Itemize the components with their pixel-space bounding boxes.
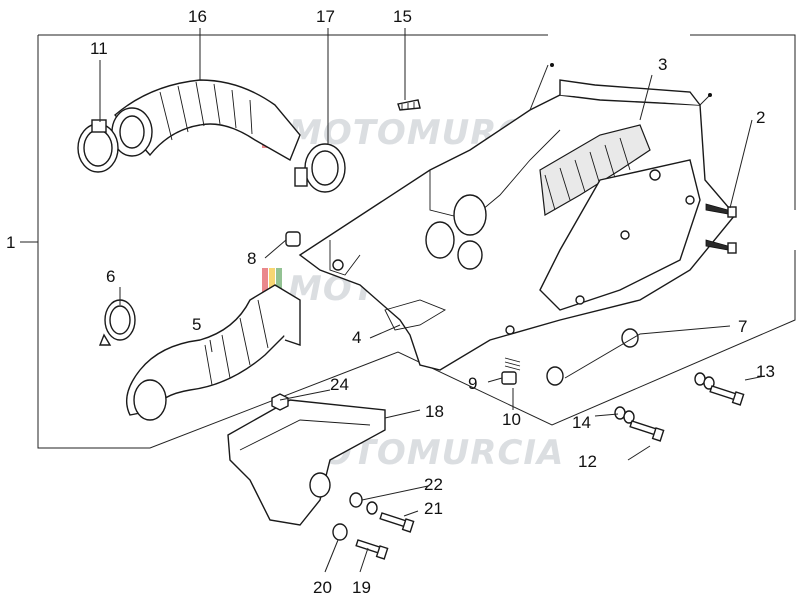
grommet-8 xyxy=(285,231,301,247)
callout-10: 10 xyxy=(502,410,521,429)
screw-15 xyxy=(397,99,421,111)
washer-20 xyxy=(332,523,348,541)
reference-dot xyxy=(550,63,554,67)
callout-11: 11 xyxy=(90,39,108,58)
intake-hose xyxy=(111,79,301,162)
callout-22: 22 xyxy=(424,475,443,494)
leader-lines xyxy=(99,28,766,573)
callout-9: 9 xyxy=(468,374,477,393)
washers-14 xyxy=(614,406,635,424)
bolt-21 xyxy=(379,512,415,533)
callout-5: 5 xyxy=(192,315,201,334)
bolt-19 xyxy=(355,539,389,560)
air-duct xyxy=(126,284,301,421)
callout-8: 8 xyxy=(247,249,256,268)
callout-17: 17 xyxy=(316,7,335,26)
callout-13: 13 xyxy=(756,362,775,381)
spacer-7b xyxy=(546,366,564,386)
callout-12: 12 xyxy=(578,452,597,471)
callout-21: 21 xyxy=(424,499,443,518)
callout-19: 19 xyxy=(352,578,371,597)
spring-10 xyxy=(504,357,521,371)
hose-clamp-11 xyxy=(77,119,119,173)
callout-labels: 1 2 3 4 5 6 7 8 9 10 11 12 13 14 15 16 1… xyxy=(6,7,775,597)
reference-dot xyxy=(708,93,712,97)
gasket xyxy=(384,299,447,331)
hose-clamp-17 xyxy=(294,143,346,193)
screw-2-lower xyxy=(705,239,737,254)
callout-14: 14 xyxy=(572,413,591,432)
air-filter-housing xyxy=(298,79,736,371)
spacer-7 xyxy=(621,328,639,348)
hose-clamp-6 xyxy=(98,299,136,346)
callout-24: 24 xyxy=(330,375,349,394)
callout-18: 18 xyxy=(425,402,444,421)
callout-6: 6 xyxy=(106,267,115,286)
callout-15: 15 xyxy=(393,7,412,26)
callout-4: 4 xyxy=(352,328,361,347)
callout-20: 20 xyxy=(313,578,332,597)
callout-2: 2 xyxy=(756,108,765,127)
bolt-13 xyxy=(709,385,745,406)
callout-7: 7 xyxy=(738,317,747,336)
callout-16: 16 xyxy=(188,7,207,26)
callout-1: 1 xyxy=(6,233,15,252)
washer-22 xyxy=(349,492,378,515)
clip-9 xyxy=(501,371,517,385)
bolt-12 xyxy=(629,420,665,442)
assembly-frame xyxy=(20,34,796,449)
washers-13 xyxy=(694,372,715,390)
bracket xyxy=(227,399,386,526)
screw-2-upper xyxy=(705,203,737,218)
callout-3: 3 xyxy=(658,55,667,74)
nut-24 xyxy=(271,393,289,411)
